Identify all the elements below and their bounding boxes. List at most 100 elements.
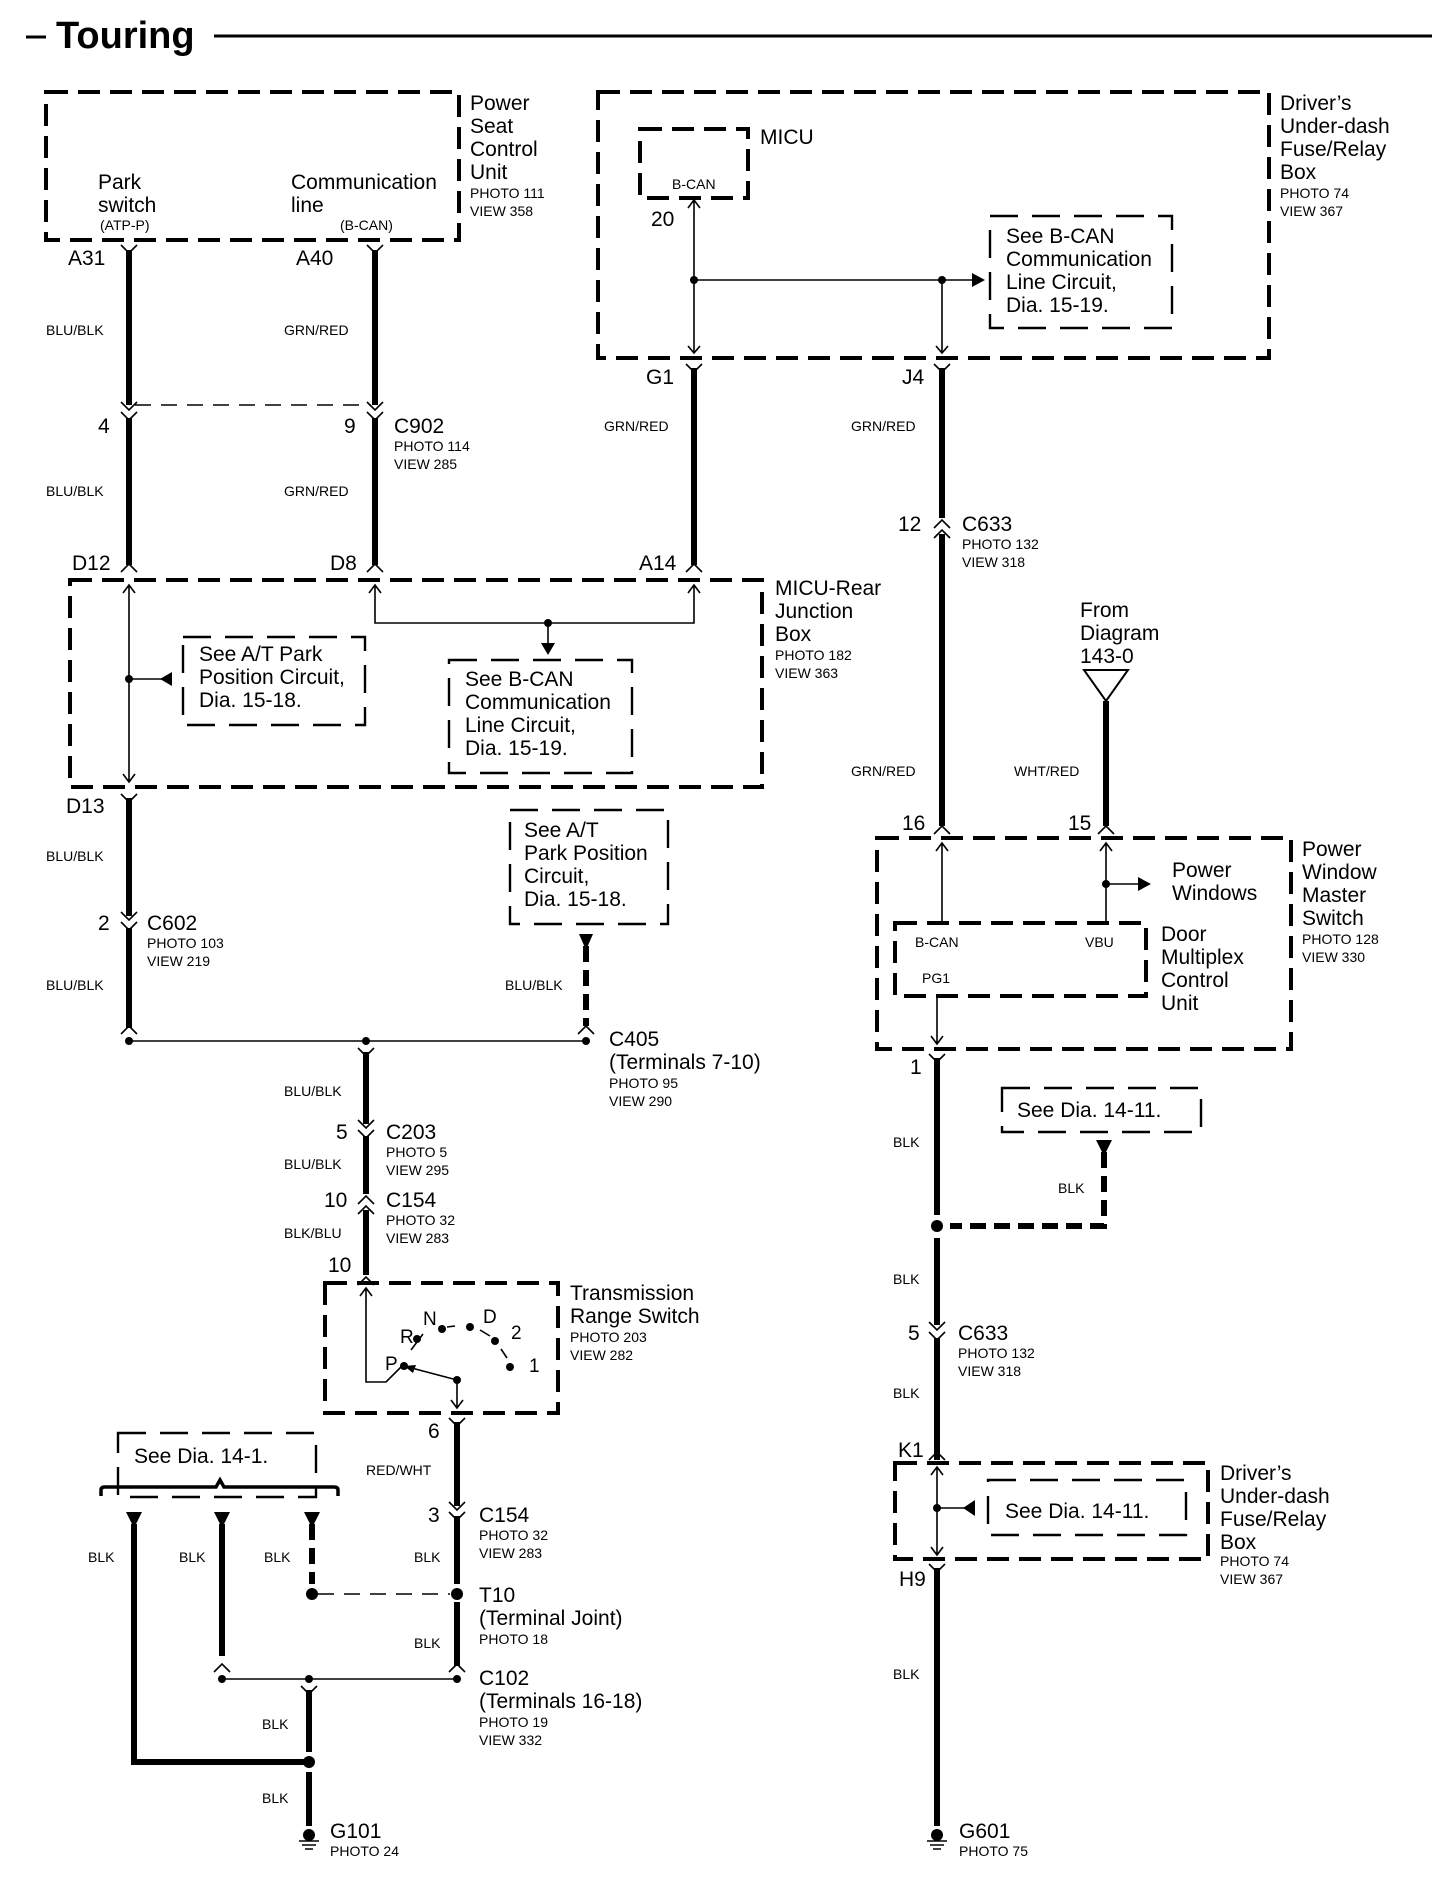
see-dia-14-1-ref[interactable] <box>116 1431 318 1499</box>
terminal-15: 15 <box>1068 812 1091 835</box>
power-windows-label: Power Windows <box>1172 859 1257 905</box>
terminal-d13: D13 <box>66 795 105 818</box>
wire-color-label: GRN/RED <box>604 418 669 434</box>
svg-text:Door: Door <box>1161 923 1207 946</box>
see-dia-14-11-ref-b[interactable] <box>986 1478 1188 1537</box>
svg-text:PHOTO 128: PHOTO 128 <box>1302 931 1379 947</box>
svg-text:C633: C633 <box>962 513 1012 536</box>
micu-bcan-pin: B-CAN <box>672 176 716 192</box>
svg-text:Multiplex: Multiplex <box>1161 946 1244 969</box>
drivers-fuse-relay-box-bottom[interactable] <box>893 1461 1210 1561</box>
drivers-fuse-relay-box-top[interactable] <box>596 90 1271 360</box>
ground-g601-label: G601 PHOTO 75 <box>959 1820 1028 1859</box>
svg-text:line: line <box>291 194 324 217</box>
power-window-master-switch-label: Power Window Master Switch PHOTO 128 VIE… <box>1302 838 1379 965</box>
terminal-a40: A40 <box>296 247 333 270</box>
dmcu-bcan-pin: B-CAN <box>915 934 959 950</box>
page-title: Touring <box>56 15 195 57</box>
connector-k1-male <box>928 1450 946 1461</box>
connector-c405-label: C405 (Terminals 7-10) PHOTO 95 VIEW 290 <box>609 1028 761 1109</box>
svg-text:Fuse/Relay: Fuse/Relay <box>1280 138 1387 161</box>
connector-c102-label: C102 (Terminals 16-18) PHOTO 19 VIEW 332 <box>479 1667 642 1748</box>
svg-text:C154: C154 <box>479 1504 530 1527</box>
junction-dot <box>125 1037 133 1045</box>
wire-color-label: BLK <box>414 1549 441 1565</box>
from-diagram-label: From Diagram 143-0 <box>1080 599 1159 668</box>
wire-color-label: BLU/BLK <box>505 977 563 993</box>
terminal-g1: G1 <box>646 366 674 389</box>
see-bcan-circuit-ref-top[interactable] <box>988 214 1174 330</box>
svg-text:Park: Park <box>98 171 142 194</box>
svg-text:Dia. 15-19.: Dia. 15-19. <box>1006 294 1109 317</box>
trs-contacts <box>400 1323 514 1371</box>
from-diagram-connector-b[interactable] <box>1082 669 1130 703</box>
dmcu-vbu-pin: VBU <box>1085 934 1114 950</box>
wire-color-label: GRN/RED <box>851 418 916 434</box>
svg-text:C154: C154 <box>386 1189 437 1212</box>
ground-g601-icon <box>927 1829 947 1850</box>
d8-a14-internal-line <box>368 583 701 624</box>
svg-text:Position Circuit,: Position Circuit, <box>199 666 345 689</box>
svg-text:(Terminals 7-10): (Terminals 7-10) <box>609 1051 761 1074</box>
see-at-park-circuit-ref-inner-text: See A/T Park Position Circuit, Dia. 15-1… <box>199 643 345 712</box>
wire-color-label: BLK <box>262 1716 289 1732</box>
power-seat-control-unit-box[interactable] <box>44 90 461 242</box>
svg-text:T10: T10 <box>479 1584 515 1607</box>
connector-c633-label-top: C633 PHOTO 132 VIEW 318 <box>962 513 1039 570</box>
connector-c154-pin10 <box>357 1194 375 1215</box>
micu-rear-junction-box[interactable] <box>68 578 764 789</box>
wire-blk-ground-path-1[interactable] <box>131 1524 306 1765</box>
micu-box[interactable] <box>638 127 750 200</box>
terminal-3: 3 <box>428 1504 440 1527</box>
terminal-16: 16 <box>902 812 925 835</box>
trs-common-line <box>359 1286 405 1383</box>
svg-text:PHOTO 75: PHOTO 75 <box>959 1843 1028 1859</box>
see-bcan-circuit-ref-mid[interactable] <box>447 658 634 775</box>
wire-color-label: BLK <box>1058 1180 1085 1196</box>
svg-text:See B-CAN: See B-CAN <box>1006 225 1115 248</box>
svg-text:Dia. 15-19.: Dia. 15-19. <box>465 737 568 760</box>
wire-color-label: BLU/BLK <box>46 322 104 338</box>
connector-d8-male <box>366 562 384 573</box>
junction-dot <box>218 1675 226 1683</box>
micu-terminal-20: 20 <box>651 208 674 231</box>
svg-text:Driver’s: Driver’s <box>1220 1462 1292 1485</box>
svg-text:Box: Box <box>775 623 812 646</box>
see-at-park-circuit-ref-outer[interactable] <box>508 808 670 926</box>
svg-text:Control: Control <box>1161 969 1229 992</box>
terminal-10-trs: 10 <box>328 1254 351 1277</box>
svg-text:(Terminals 16-18): (Terminals 16-18) <box>479 1690 642 1713</box>
terminal-k1: K1 <box>898 1439 924 1462</box>
svg-text:Junction: Junction <box>775 600 853 623</box>
svg-text:VIEW 285: VIEW 285 <box>394 456 457 472</box>
svg-text:VIEW 367: VIEW 367 <box>1220 1571 1283 1587</box>
connector-pwms-pin15 <box>1097 824 1115 835</box>
connector-c405-left <box>120 1024 138 1035</box>
junction-dot <box>305 1675 313 1683</box>
svg-text:Under-dash: Under-dash <box>1220 1485 1330 1508</box>
svg-text:VIEW 318: VIEW 318 <box>962 554 1025 570</box>
wire-blk-dashed-14-11[interactable] <box>950 1152 1107 1229</box>
svg-text:PHOTO 19: PHOTO 19 <box>479 1714 548 1730</box>
communication-line-pin-label: Communication line (B-CAN) <box>291 171 437 233</box>
power-seat-label: Power Seat Control Unit PHOTO 111 VIEW 3… <box>470 92 545 219</box>
see-at-park-circuit-ref-inner[interactable] <box>181 635 367 727</box>
connector-c102-right <box>448 1662 466 1673</box>
wire-color-label: BLK <box>893 1666 920 1682</box>
connector-c405-right <box>577 1024 595 1035</box>
svg-text:PHOTO 182: PHOTO 182 <box>775 647 852 663</box>
wire-color-label: BLK <box>262 1790 289 1806</box>
power-window-master-switch-box[interactable] <box>875 836 1293 1051</box>
see-dia-14-11-ref-a[interactable] <box>1000 1086 1203 1134</box>
terminal-5b: 5 <box>908 1322 920 1345</box>
see-dia-14-1-brace <box>99 1476 340 1496</box>
transmission-range-switch-box[interactable] <box>323 1281 560 1415</box>
terminal-j4: J4 <box>902 366 925 389</box>
terminal-d12: D12 <box>72 552 111 575</box>
connector-c154-label-top: C154 PHOTO 32 VIEW 283 <box>386 1189 455 1246</box>
terminal-h9: H9 <box>899 1568 926 1591</box>
door-multiplex-control-unit-box[interactable] <box>893 921 1148 998</box>
svg-text:VIEW 290: VIEW 290 <box>609 1093 672 1109</box>
svg-text:VIEW 283: VIEW 283 <box>386 1230 449 1246</box>
svg-text:Box: Box <box>1280 161 1317 184</box>
